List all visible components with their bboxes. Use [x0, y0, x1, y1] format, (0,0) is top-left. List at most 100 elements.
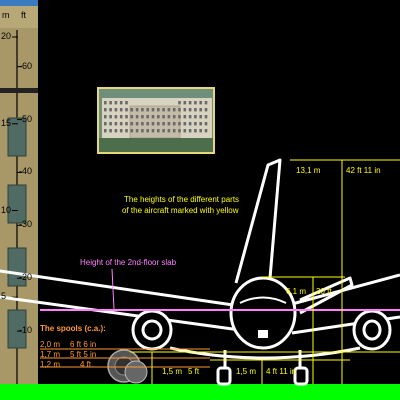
- photo-window: [204, 101, 208, 105]
- spool-height-lines: [40, 348, 210, 368]
- meter-tick-label: 5: [1, 291, 7, 302]
- photo-window: [199, 129, 202, 133]
- photo-window: [104, 108, 107, 112]
- photo-window: [109, 108, 112, 112]
- window: [7, 247, 27, 287]
- photo-window: [104, 101, 107, 105]
- photo-window: [178, 122, 181, 126]
- unit-m-label: m: [2, 10, 10, 20]
- photo-window: [188, 129, 192, 133]
- spools-title: The spools (c.a.):: [40, 324, 106, 333]
- photo-window: [151, 129, 155, 133]
- cockpit-windows: [239, 296, 287, 304]
- photo-window: [141, 122, 144, 126]
- photo-window: [157, 108, 160, 112]
- sky-strip: [0, 0, 38, 6]
- photo-window: [109, 101, 112, 105]
- photo-window: [178, 108, 181, 112]
- spool-row-m: 2,0 m: [40, 340, 61, 349]
- photo-window: [178, 129, 181, 133]
- photo-window: [114, 115, 118, 119]
- photo-window: [183, 108, 187, 112]
- left-engine: [131, 309, 173, 351]
- photo-window: [114, 101, 118, 105]
- fuselage-height-ft: 20 ft: [316, 287, 332, 296]
- photo-window: [119, 129, 123, 133]
- slab-pointer: [111, 268, 115, 310]
- caption-line2: of the aircraft marked with yellow: [122, 206, 239, 215]
- photo-window: [194, 108, 197, 112]
- nose-detail: [258, 330, 268, 338]
- slab-label: Height of the 2nd-floor slab: [80, 258, 177, 267]
- photo-window: [167, 108, 171, 112]
- building-band: [0, 88, 38, 93]
- photo-window: [135, 108, 139, 112]
- ground: [0, 384, 400, 400]
- photo-window: [162, 108, 165, 112]
- photo-window: [183, 129, 187, 133]
- photo-window: [172, 122, 176, 126]
- photo-window: [194, 115, 197, 119]
- unit-ft-label: ft: [21, 10, 27, 20]
- fuselage-height-m: 6,1 m: [286, 287, 307, 296]
- photo-window: [119, 108, 123, 112]
- building-windows: [7, 117, 27, 349]
- photo-window: [199, 101, 202, 105]
- photo-window: [114, 129, 118, 133]
- window: [7, 309, 27, 349]
- tail-fin: [234, 158, 282, 291]
- photo-window: [125, 129, 128, 133]
- photo-window: [172, 108, 176, 112]
- photo-window: [125, 115, 128, 119]
- photo-window: [141, 129, 144, 133]
- fuselage: [229, 276, 297, 350]
- engine-height-ft: 5 ft: [188, 367, 200, 376]
- photo-window: [172, 129, 176, 133]
- meter-tick-label: 15: [1, 117, 12, 128]
- building-photo: [97, 87, 215, 154]
- spool-row-m: 1,2 m: [40, 360, 61, 369]
- photo-window: [188, 101, 192, 105]
- feet-tick-label: -30: [19, 219, 33, 230]
- photo-window: [125, 122, 128, 126]
- photo-window: [130, 108, 134, 112]
- photo-window: [204, 122, 208, 126]
- spools: [107, 349, 148, 384]
- photo-window: [151, 115, 155, 119]
- photo-window: [130, 122, 134, 126]
- photo-window: [178, 115, 181, 119]
- feet-tick-label: -10: [19, 325, 33, 336]
- spool-row-ft: 5 ft 5 in: [70, 350, 97, 359]
- photo-window: [146, 129, 149, 133]
- spool-row-ft: 4 ft: [80, 360, 92, 369]
- photo-window: [157, 122, 160, 126]
- horizontal-stabilizer: [299, 276, 354, 315]
- engine-height-m: 1,5 m: [162, 367, 183, 376]
- photo-window: [109, 129, 112, 133]
- left-wing: [0, 269, 241, 332]
- photo-window: [135, 115, 139, 119]
- window: [7, 184, 27, 224]
- photo-window: [125, 108, 128, 112]
- photo-windows: [104, 101, 208, 133]
- photo-window: [109, 122, 112, 126]
- photo-window: [194, 122, 197, 126]
- aircraft: [0, 158, 400, 386]
- photo-window: [104, 122, 107, 126]
- photo-window: [109, 115, 112, 119]
- photo-window: [125, 101, 128, 105]
- feet-tick-label: -60: [19, 60, 33, 71]
- spool-row-ft: 6 ft 6 in: [70, 340, 97, 349]
- photo-window: [104, 129, 107, 133]
- photo-window: [194, 101, 197, 105]
- photo-window: [167, 129, 171, 133]
- photo-window: [141, 115, 144, 119]
- photo-window: [130, 129, 134, 133]
- photo-window: [178, 101, 181, 105]
- photo-window: [119, 101, 123, 105]
- spool-small: [124, 360, 148, 384]
- photo-window: [199, 108, 202, 112]
- spool-row-m: 1,7 m: [40, 350, 61, 359]
